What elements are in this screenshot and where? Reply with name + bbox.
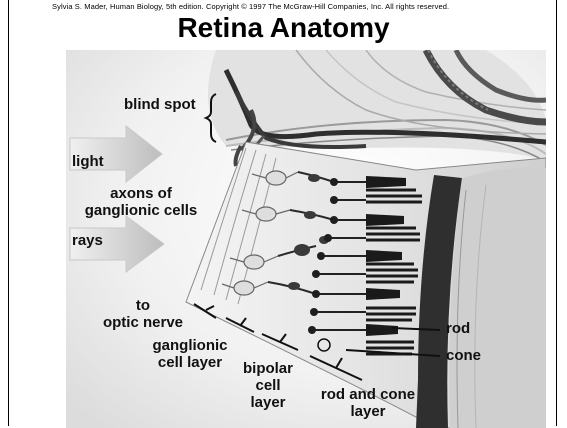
label-cone: cone [446, 347, 481, 364]
label-rod-cone-layer: rod and cone layer [306, 386, 430, 420]
copyright-notice: Sylvia S. Mader, Human Biology, 5th edit… [52, 2, 449, 11]
label-blind-spot: blind spot [124, 96, 196, 113]
label-rays: rays [72, 232, 103, 249]
label-ganglionic-layer: ganglionic cell layer [142, 337, 238, 371]
page-title: Retina Anatomy [0, 12, 567, 44]
label-rod: rod [446, 320, 470, 337]
label-light: light [72, 153, 104, 170]
label-to-optic-nerve: to optic nerve [93, 297, 193, 331]
label-bipolar-layer: bipolar cell layer [236, 360, 300, 411]
sclera-layer [449, 167, 546, 428]
label-axons: axons of ganglionic cells [72, 185, 210, 219]
